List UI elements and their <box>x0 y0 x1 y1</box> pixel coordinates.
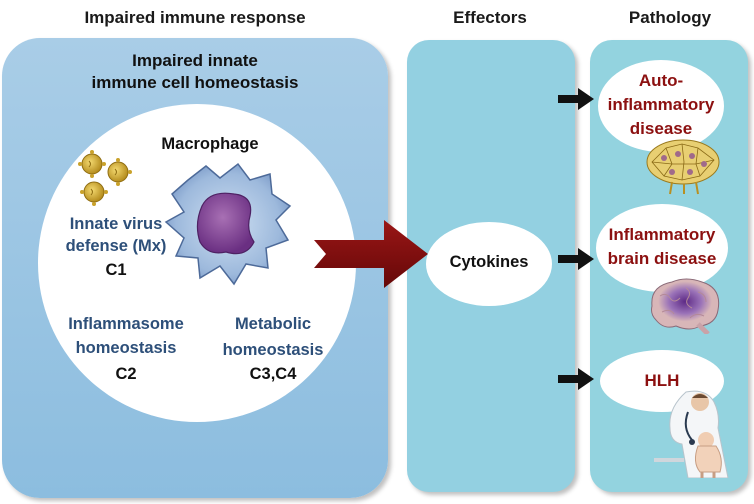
big-arrow-icon <box>314 220 428 288</box>
header-impaired-immune-response: Impaired immune response <box>84 8 306 27</box>
small-arrow-icon <box>558 88 594 110</box>
doctor-child-icon <box>654 390 729 478</box>
small-arrow-icon <box>558 248 594 270</box>
inflammatory-brain-oval <box>596 204 728 292</box>
autoinflammatory-label: Auto- <box>638 71 684 90</box>
macrophage-icon <box>164 162 292 286</box>
inflammatory-brain-label-2: brain disease <box>607 249 717 268</box>
panel-title-line2: immune cell homeostasis <box>91 73 299 92</box>
cytokines-oval <box>426 222 552 306</box>
small-arrow-icon <box>558 368 594 390</box>
code-c1: C1 <box>105 261 127 279</box>
metabolic-label: Metabolic <box>234 315 312 333</box>
code-c2: C2 <box>115 365 137 383</box>
innate-virus-defense-label: Innate virus <box>69 215 163 233</box>
autoinflammatory-label-3: disease <box>629 119 693 138</box>
hlh-label: HLH <box>644 371 680 390</box>
autoinflammatory-label-2: inflammatory <box>607 95 715 114</box>
innate-virus-defense-label-2: defense (Mx) <box>65 237 167 255</box>
inflammasome-label: Inflammasome <box>68 315 184 333</box>
panel-title-line1: Impaired innate <box>132 51 258 70</box>
header-effectors: Effectors <box>453 8 527 27</box>
autoinflammatory-oval <box>598 60 724 152</box>
inflammatory-brain-label: Inflammatory <box>608 225 716 244</box>
virus-icon <box>78 150 132 206</box>
inflammasome-label-2: homeostasis <box>75 339 177 357</box>
cytokines-label: Cytokines <box>449 253 529 271</box>
code-c3-c4: C3,C4 <box>249 365 297 383</box>
header-pathology: Pathology <box>628 8 712 27</box>
cell-cluster-icon <box>646 139 720 195</box>
metabolic-label-2: homeostasis <box>222 341 324 359</box>
brain-icon <box>651 278 720 334</box>
macrophage-label: Macrophage <box>161 135 259 153</box>
